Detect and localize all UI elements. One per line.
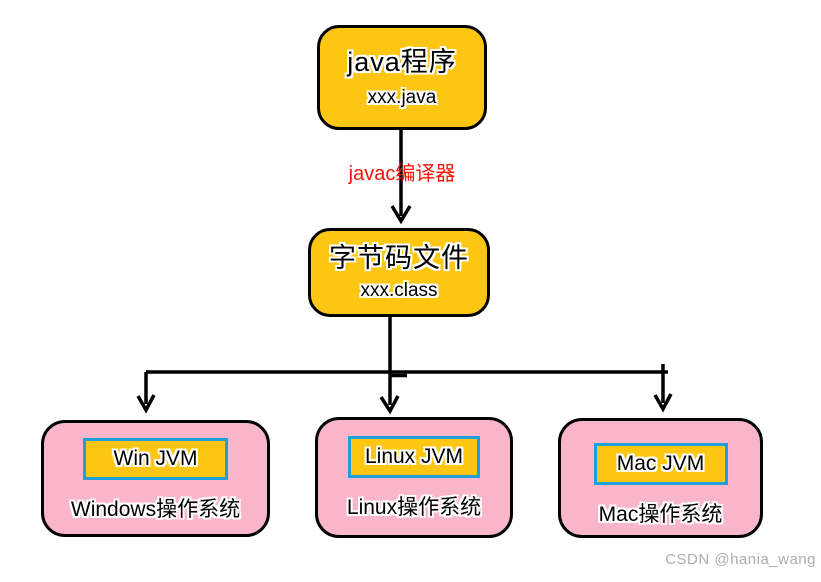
node-bytecode-filename: xxx.class (360, 280, 438, 301)
os-label-mac: Mac操作系统 (598, 503, 723, 526)
platform-box-linux: Linux JVM Linux操作系统 (315, 417, 513, 538)
node-bytecode-title: 字节码文件 (329, 243, 469, 273)
jvm-label-linux: Linux JVM (364, 445, 464, 468)
node-java-source: java程序 xxx.java (317, 25, 487, 130)
jvm-box-windows: Win JVM (83, 438, 228, 480)
node-java-source-filename: xxx.java (367, 86, 437, 108)
jvm-label-mac: Mac JVM (616, 452, 705, 475)
jvm-box-linux: Linux JVM (348, 436, 480, 478)
arrow-compile-head (390, 205, 412, 225)
watermark-text: CSDN @hania_wang (665, 551, 816, 568)
jvm-box-mac: Mac JVM (593, 443, 728, 485)
jvm-label-windows: Win JVM (113, 447, 198, 470)
node-java-source-title: java程序 (347, 46, 457, 77)
os-label-linux: Linux操作系统 (346, 496, 482, 519)
arrow-middle-head (379, 395, 400, 415)
platform-box-windows: Win JVM Windows操作系统 (41, 420, 270, 537)
node-bytecode: 字节码文件 xxx.class (308, 228, 490, 317)
os-label-windows: Windows操作系统 (70, 498, 241, 521)
compiler-label: javac编译器 (348, 163, 456, 185)
arrow-right-head (653, 393, 673, 413)
arrow-left-head (136, 394, 156, 414)
platform-box-mac: Mac JVM Mac操作系统 (558, 418, 763, 538)
